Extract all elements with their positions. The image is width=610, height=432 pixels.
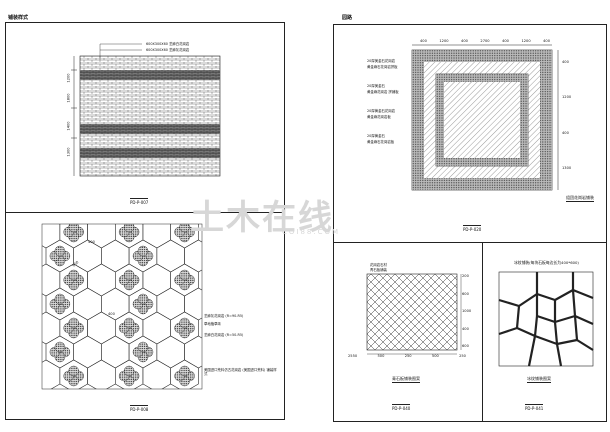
granite-note-2: 20厚美金石 — [367, 84, 385, 88]
granite-right-dim-2: 400 — [562, 130, 569, 135]
flower-motif — [132, 245, 154, 267]
granite-note-5: 黄金麻花岗岩板 — [367, 115, 391, 119]
bluestone-right-dim-1: 600 — [462, 291, 469, 296]
brick-drawing-code: PD-P-007 — [130, 198, 149, 205]
right-sheet-divider-v — [482, 242, 483, 421]
flower-motif — [118, 224, 140, 243]
bluestone-caption: 青石板铺装图案 — [392, 376, 420, 383]
flower-motif — [49, 245, 71, 267]
bluestone-bottom-dim-3: 500 — [431, 354, 439, 358]
brick-note-2: 600X300X60 芝麻灰花岗岩 — [146, 48, 190, 52]
left-sheet-divider — [5, 212, 285, 213]
brick-dim-2: 1800 — [66, 93, 71, 103]
hex-note-2: 草地植草砖 — [204, 322, 221, 326]
granite-drawing-code: PD-P-020 — [463, 225, 482, 232]
flower-motif — [174, 317, 195, 339]
granite-right-dim-0: 400 — [562, 60, 569, 64]
granite-note-0: 20厚美金石花岗岩 — [367, 59, 396, 63]
flower-motif — [174, 224, 195, 243]
flower-motif — [63, 317, 84, 339]
hex-note-1: 芝麻灰花岗岩 (R=90-R5) — [204, 314, 244, 318]
bluestone-drawing-code: PD-P-040 — [392, 404, 411, 411]
left-sheet-title: 铺装样式 — [8, 15, 29, 21]
flower-motif — [174, 365, 195, 387]
right-sheet-title: 园路 — [342, 15, 353, 21]
granite-note-3: 黄金麻花岗岩 拼铺板 — [367, 90, 399, 94]
flower-motif — [49, 293, 71, 315]
granite-top-dims: 400 1200 400 2700 400 1200 400 — [420, 39, 550, 43]
hex-note-3: 芝麻白花岗岩 (R=50-R5) — [204, 333, 244, 337]
brick-dim-3: 1400 — [66, 121, 71, 131]
flower-motif — [118, 317, 140, 339]
hex-frame — [41, 223, 203, 390]
granite-top-dim-5: 1200 — [521, 39, 531, 43]
granite-right-dims: 400 1200 400 1300 — [562, 60, 571, 170]
granite-top-dim-0: 400 — [420, 39, 427, 43]
flower-motif — [63, 224, 84, 243]
granite-right-dim-1: 1200 — [562, 95, 572, 100]
bluestone-paving-drawing — [366, 273, 462, 355]
hex-drawing-code: PD-P-008 — [130, 405, 149, 412]
watermark-subtext: COI88.COM — [282, 228, 341, 236]
granite-note-4: 20厚黄金石花岗岩 — [367, 109, 396, 113]
ice-crack-caption: 冰纹铺装图案 — [527, 376, 551, 383]
right-sheet-divider-h — [333, 242, 607, 243]
granite-caption: 组团花岗岩铺装 — [566, 195, 594, 202]
flower-motif — [132, 293, 154, 315]
bluestone-bottom-dim-2: 250 — [404, 354, 412, 358]
granite-note-7: 黄金麻石花岗岩板 — [367, 140, 395, 144]
hexagon-paving-drawing — [41, 223, 203, 390]
granite-right-dim-3: 1300 — [562, 165, 572, 170]
ice-crack-drawing-code: PD-P-041 — [525, 404, 544, 411]
bluestone-note-2: 青石板铺装 — [370, 268, 387, 272]
bluestone-right-dim-2: 1000 — [462, 309, 472, 313]
flower-motif — [132, 341, 154, 363]
ice-crack-paving-drawing — [498, 271, 594, 367]
granite-note-1: 黄金麻石花岗岩拼板 — [367, 65, 398, 69]
bluestone-right-dims: 200 600 1000 400 600 — [462, 274, 471, 348]
flower-motif — [174, 269, 195, 291]
bluestone-right-dim-0: 200 — [462, 274, 469, 278]
brick-dim-4: 1300 — [66, 147, 71, 157]
flower-motif — [63, 365, 84, 387]
granite-top-dim-2: 400 — [461, 39, 468, 43]
granite-notes: 20厚美金石花岗岩黄金麻石花岗岩拼板 20厚美金石黄金麻花岗岩 拼铺板 20厚黄金石… — [367, 58, 417, 158]
hex-note-4: 美国进口荒料仿古花岗岩 (美国进口荒料) 铺装样式 — [204, 368, 277, 376]
bluestone-note-1: 花岗岩石材 — [370, 263, 387, 267]
flower-motif — [63, 269, 84, 291]
brick-paving-drawing — [71, 43, 221, 177]
flower-motif — [118, 269, 140, 291]
hex-dim-3: 400 — [108, 312, 115, 316]
granite-top-dim-1: 1200 — [439, 39, 449, 43]
granite-top-dim-3: 2700 — [480, 39, 490, 43]
brick-note-1: 600X300X60 芝麻白花岗岩 — [146, 42, 190, 46]
granite-paving-drawing — [411, 44, 559, 191]
bluestone-bottom-dim-0: 2550 — [348, 354, 358, 358]
bluestone-bottom-dims: 2550 500 250 500 250 — [348, 354, 466, 358]
watermark-text: 土木在线 — [190, 198, 334, 238]
bluestone-right-dim-4: 600 — [462, 344, 469, 348]
bluestone-bottom-dim-1: 500 — [377, 354, 385, 358]
granite-note-6: 20厚黄金石 — [367, 134, 385, 138]
granite-top-dim-4: 400 — [502, 39, 509, 43]
hex-dim-1: 400 — [88, 240, 95, 244]
bluestone-right-dim-3: 400 — [462, 326, 469, 331]
granite-top-dim-6: 400 — [543, 39, 550, 43]
ice-crack-note: 冰纹铺装(每块石板每边长为400*600) — [514, 260, 579, 265]
flower-motif — [49, 341, 71, 363]
brick-dim-1: 1200 — [66, 73, 71, 83]
bluestone-bottom-dim-4: 250 — [459, 354, 466, 358]
flower-motif — [118, 365, 140, 387]
